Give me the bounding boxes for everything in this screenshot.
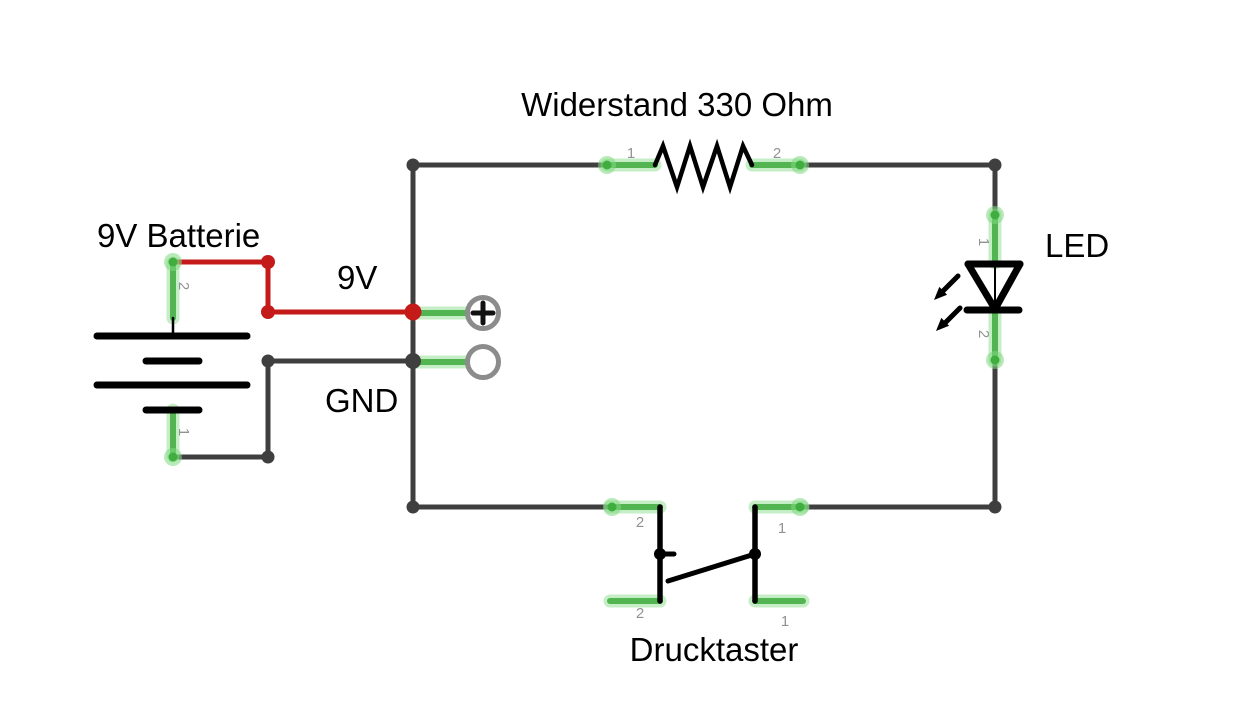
plus-icon	[470, 300, 496, 326]
bendpoint[interactable]	[261, 354, 275, 368]
wires-main-loop[interactable]	[410, 162, 998, 510]
pin-number-resistor-1: 1	[627, 145, 635, 162]
pin-number-button-2-top: 2	[636, 514, 644, 531]
pin-number-battery-1: 1	[175, 428, 192, 436]
resistor-zigzag	[652, 138, 755, 195]
button-contact-dot-left	[654, 548, 666, 560]
led-label: LED	[1045, 227, 1109, 264]
pushbutton-symbol[interactable]	[654, 504, 761, 604]
junction-gnd[interactable]	[405, 353, 421, 369]
net-label-gnd: GND	[325, 382, 398, 419]
glow-dot	[791, 498, 809, 516]
glow-dot	[164, 448, 182, 466]
pin-number-led-2: 2	[975, 330, 992, 338]
bendpoint[interactable]	[261, 450, 275, 464]
led-triangle-right	[991, 260, 1024, 313]
terminal-positive[interactable]	[465, 295, 501, 331]
bendpoint-red[interactable]	[261, 305, 275, 319]
led-symbol[interactable]	[934, 260, 1024, 331]
junction-9v[interactable]	[404, 303, 422, 321]
battery-label: 9V Batterie	[97, 217, 260, 254]
glow-dot	[791, 156, 809, 174]
wire-battery-9v-red[interactable]	[170, 259, 416, 315]
net-label-9v: 9V	[337, 259, 377, 296]
battery-symbol[interactable]	[93, 316, 251, 414]
bendpoint[interactable]	[988, 158, 1002, 172]
led-triangle-left	[964, 260, 999, 313]
led-emission-arrows	[934, 273, 963, 331]
pin-number-button-2-bottom: 2	[636, 605, 644, 622]
pin-number-button-1-top: 1	[778, 520, 786, 537]
glow-dot	[986, 206, 1004, 224]
resistor-label: Widerstand 330 Ohm	[521, 86, 833, 123]
glow-dot	[986, 351, 1004, 369]
bendpoint[interactable]	[406, 500, 420, 514]
bendpoint-red[interactable]	[261, 255, 275, 269]
pin-highlights	[166, 158, 1002, 608]
button-contact-dot-right	[749, 548, 761, 560]
glow-dot	[598, 156, 616, 174]
wire-bendpoints	[261, 158, 1002, 514]
pin-number-led-1: 1	[975, 238, 992, 246]
wire-battery-gnd[interactable]	[170, 358, 416, 460]
glow-dot	[164, 253, 182, 271]
pin-number-button-1-bottom: 1	[781, 613, 789, 630]
terminal-negative-ring[interactable]	[465, 344, 501, 380]
glow-dot	[603, 498, 621, 516]
button-actuator	[665, 551, 758, 584]
button-label: Drucktaster	[630, 631, 799, 668]
bendpoint[interactable]	[988, 500, 1002, 514]
bendpoint[interactable]	[406, 158, 420, 172]
pin-number-resistor-2: 2	[773, 145, 781, 162]
resistor-symbol[interactable]	[652, 138, 755, 195]
connection-glow-dots	[164, 156, 1004, 516]
pin-number-battery-2: 2	[175, 282, 192, 290]
